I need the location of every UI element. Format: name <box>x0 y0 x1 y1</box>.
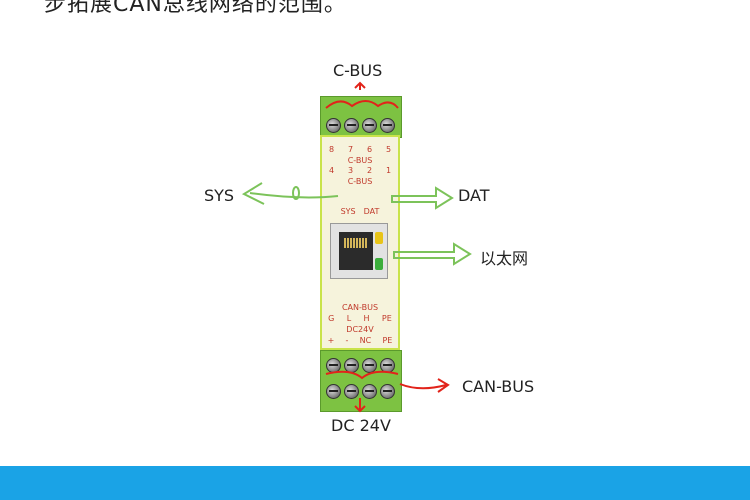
dc24v-red-arrow <box>354 398 366 413</box>
sys-arrow <box>241 182 339 205</box>
ethernet-label: 以太网 <box>480 249 529 268</box>
canbus-red-line <box>325 370 399 380</box>
canbus-red-arrow <box>399 378 450 393</box>
cbus-red-arrow <box>354 81 366 90</box>
rj45-socket <box>339 232 373 270</box>
power-label: DC24V <box>346 325 374 334</box>
cbus-red-line <box>325 100 399 109</box>
sys-label: SYS <box>204 186 235 205</box>
dc24v-label: DC 24V <box>331 416 391 435</box>
bottom-bus-label: CAN-BUS <box>341 303 379 312</box>
sys-led-dot <box>292 186 300 200</box>
ethernet-arrow <box>393 242 472 266</box>
dat-arrow <box>391 186 454 210</box>
dat-label: DAT <box>458 186 490 205</box>
rj45-led-yellow <box>375 232 383 244</box>
cbus-label: C-BUS <box>333 61 383 80</box>
footer-bar <box>0 466 750 500</box>
top-bus-label-2: C-BUS <box>347 177 373 186</box>
header-text: 步拓展CAN总线网络的范围。 <box>44 0 347 17</box>
rj45-led-green <box>375 258 383 270</box>
rj45-ethernet-port <box>330 223 388 279</box>
canbus-label: CAN-BUS <box>462 377 535 396</box>
top-bus-label-1: C-BUS <box>347 156 373 165</box>
